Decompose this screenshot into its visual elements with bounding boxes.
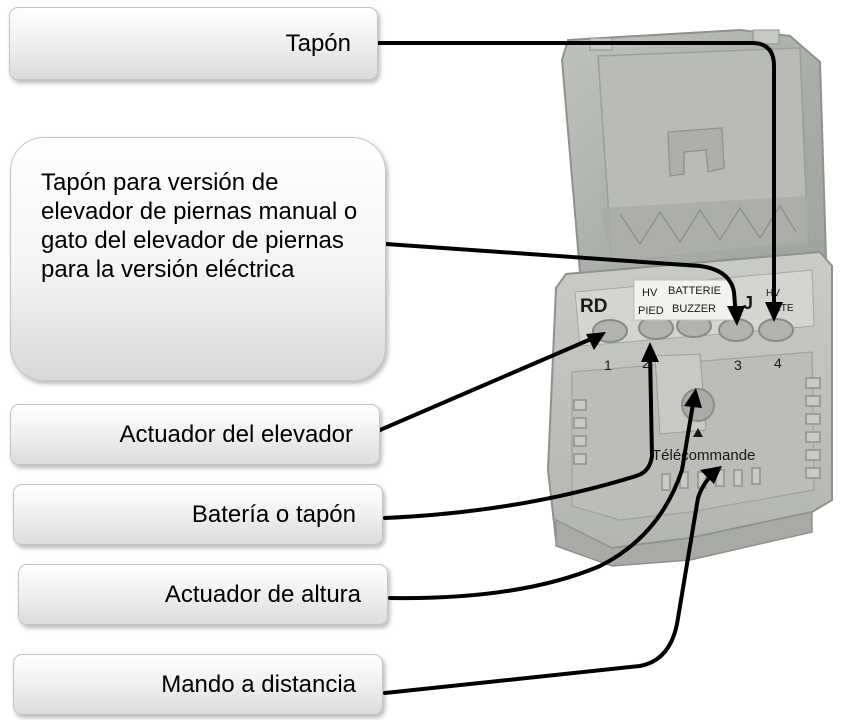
arrowhead-bateria — [641, 342, 659, 362]
arrowhead-tapon — [765, 302, 783, 322]
callout-tapon: Tapón — [9, 7, 378, 80]
box-printed-labels: RD HV BATTERIE PIED BUZZER J HV TETE 1 2… — [580, 279, 794, 464]
arrow-bateria — [383, 350, 655, 520]
callout-mando: Mando a distancia — [13, 654, 383, 715]
label-rd: RD — [580, 296, 607, 317]
arrow-mando — [383, 470, 718, 695]
callout-mando-text: Mando a distancia — [161, 670, 356, 698]
label-buzzer: BUZZER — [672, 303, 716, 315]
label-telecommande: Télécommande — [652, 447, 755, 464]
arrowhead-actuador-elevador — [586, 332, 606, 350]
arrow-actuador-elevador — [378, 334, 600, 432]
arrow-actuador-altura — [388, 396, 696, 601]
callout-actuador-elevador: Actuador del elevador — [10, 404, 380, 465]
label-hv-left: HV — [642, 287, 658, 299]
callout-actuador-elevador-text: Actuador del elevador — [119, 420, 353, 448]
control-box-lid — [560, 28, 828, 292]
arrow-tapon-version — [384, 242, 738, 320]
arrowhead-actuador-altura — [684, 388, 702, 408]
port-4 — [758, 318, 794, 342]
callout-actuador-altura-text: Actuador de altura — [164, 580, 361, 608]
arrow-tapon — [370, 41, 776, 312]
callout-actuador-altura: Actuador de altura — [18, 564, 388, 625]
arrowhead-mando — [700, 466, 722, 484]
label-port-4: 4 — [774, 355, 782, 371]
label-port-1: 1 — [604, 357, 612, 373]
callout-bateria-text: Batería o tapón — [191, 500, 356, 528]
callout-tapon-text: Tapón — [285, 29, 351, 57]
label-batterie: BATTERIE — [668, 285, 721, 297]
callout-bateria: Batería o tapón — [13, 484, 383, 545]
label-port-3: 3 — [734, 357, 742, 373]
label-pied: PIED — [638, 305, 664, 317]
callout-tapon-version: Tapón para versión de elevador de pierna… — [10, 137, 386, 381]
arrowhead-tapon-version — [727, 306, 745, 326]
label-j: J — [743, 293, 753, 313]
callout-tapon-version-text: Tapón para versión de elevador de pierna… — [41, 169, 358, 283]
label-tete: TETE — [768, 303, 794, 314]
label-port-2: 2 — [642, 355, 650, 371]
